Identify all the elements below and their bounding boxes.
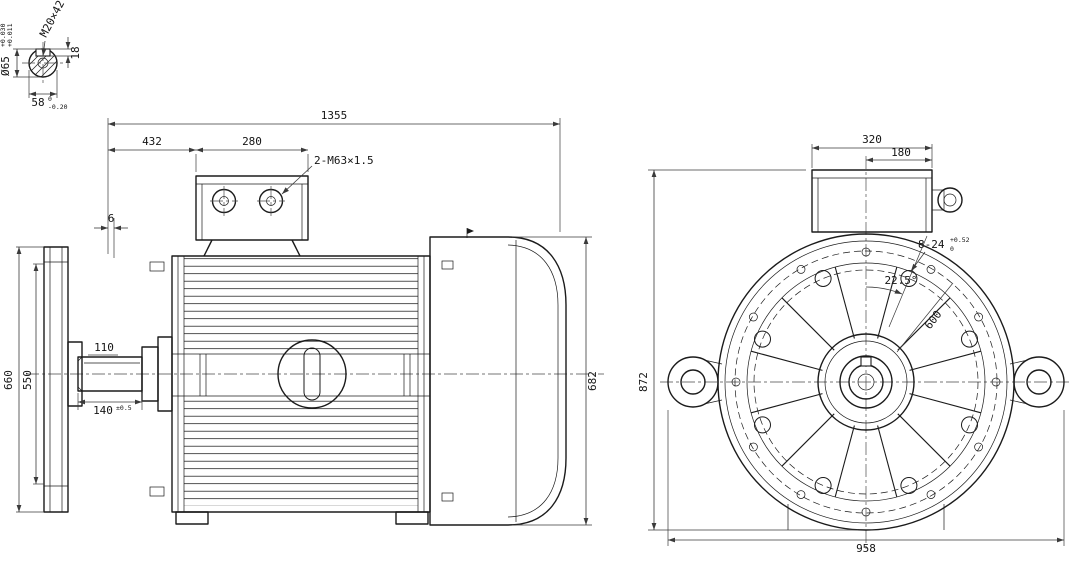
flange-bolt-holes — [754, 270, 978, 494]
dim-hole-angle: 22.5° — [884, 274, 917, 287]
dim-lug-span: 958 — [856, 542, 876, 555]
dim-overall-length: 1355 — [321, 109, 348, 122]
dim-box-offset: 180 — [891, 146, 911, 159]
dim-spigot-dia: 550 — [21, 370, 34, 390]
tol-bolt-upper: +0.52 — [950, 236, 970, 244]
foot-rear — [395, 511, 429, 525]
dim-shaft-length: 140 — [93, 404, 113, 417]
tol-shaft-length: ±0.5 — [116, 404, 132, 412]
tol-key-upper: 0 — [48, 95, 52, 103]
front-view-dimensions: 320 180 872 8-24 +0.52 0 22.5° 600 — [637, 133, 1065, 555]
dim-key-width: 58 — [31, 96, 44, 109]
dim-box-width-front: 320 — [862, 133, 882, 146]
dim-bolt-circle: 600 — [922, 308, 944, 332]
dim-overall-height: 872 — [637, 372, 650, 392]
lifting-boss — [277, 339, 347, 409]
side-view: 1355 432 280 2-M63×1.5 6 110 140 — [2, 109, 604, 526]
fan-cover — [429, 228, 567, 526]
terminal-box-side — [195, 175, 309, 257]
dim-frame-height: 682 — [586, 371, 599, 391]
cooling-fins-top — [184, 258, 418, 354]
gland-front — [937, 187, 963, 213]
dim-shaft-dia: 110 — [94, 341, 114, 354]
tie-bolt-top — [149, 261, 165, 272]
dim-box-width: 280 — [242, 135, 262, 148]
lifting-slot — [303, 347, 321, 401]
tol-bolt-lower: 0 — [950, 245, 954, 253]
dim-shaft-dia-detail: Ø65 — [0, 56, 12, 76]
foot-front — [175, 511, 209, 525]
feet-front — [787, 504, 945, 530]
bolt-circle — [753, 269, 979, 495]
dim-flange-dia: 660 — [2, 370, 15, 390]
tie-bolt-bottom — [149, 486, 165, 497]
dim-shield-to-box: 432 — [142, 135, 162, 148]
label-cable-glands: 2-M63×1.5 — [314, 154, 374, 167]
motor-body — [149, 255, 431, 525]
dim-gap: 6 — [108, 212, 115, 225]
cooling-fins-bottom — [184, 396, 418, 506]
mounting-lug-left — [667, 356, 723, 408]
keyway-front — [860, 356, 872, 367]
terminal-box-front — [811, 169, 963, 233]
dim-key-height: 18 — [69, 46, 82, 59]
rim-screws — [731, 247, 1001, 517]
flange — [43, 246, 83, 513]
tol-shaft-lower: +0.011 — [6, 23, 14, 47]
cable-gland-right — [257, 186, 285, 216]
tol-key-lower: -0.20 — [48, 103, 68, 111]
key-detail-view: Ø65 +0.030 +0.011 M20×42 18 58 0 -0.20 — [0, 0, 82, 111]
cable-gland-left — [210, 186, 238, 216]
front-view: 320 180 872 8-24 +0.52 0 22.5° 600 — [637, 133, 1070, 555]
side-view-dimensions: 1355 432 280 2-M63×1.5 6 110 140 — [2, 109, 599, 526]
label-thread: M20×42 — [37, 0, 67, 39]
label-bolt-holes: 8-24 — [918, 238, 945, 251]
radial-ribs — [750, 266, 982, 498]
tol-shaft-upper: +0.030 — [0, 23, 7, 47]
mounting-lug-right — [1009, 356, 1065, 408]
